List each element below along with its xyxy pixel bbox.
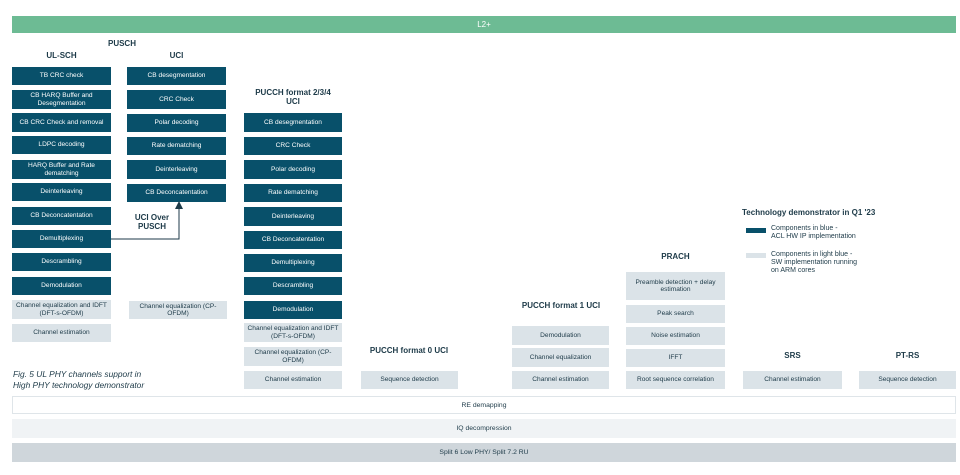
figure-caption: Fig. 5 UL PHY channels support in High P… <box>13 369 243 390</box>
uci-over-pusch-label: UCI Over PUSCH <box>134 213 170 232</box>
prach-sw-block: IFFT <box>626 349 725 367</box>
split-ru-bar: Split 6 Low PHY/ Split 7.2 RU <box>12 443 956 462</box>
ul-sch-block: CB CRC Check and removal <box>12 113 111 132</box>
prach-sw-block: Root sequence correlation <box>626 371 725 389</box>
uci-sw-block: Channel equalization (CP-OFDM) <box>129 301 227 319</box>
ul-sch-block: TB CRC check <box>12 67 111 85</box>
ul-sch-block: Demodulation <box>12 277 111 295</box>
legend-light-text: Components in light blue - SW implementa… <box>771 251 951 275</box>
pucch234-block: Polar decoding <box>244 160 342 179</box>
pucch234-sw-block: Channel estimation <box>244 371 342 389</box>
srs-sw-block: Channel estimation <box>743 371 842 389</box>
pucch234-block: CRC Check <box>244 137 342 155</box>
pucch234-block: Demultiplexing <box>244 254 342 272</box>
pucch234-sw-block: Channel equalization (CP-OFDM) <box>244 347 342 366</box>
ul-sch-block: Descrambling <box>12 253 111 271</box>
uci-block: CB desegmentation <box>127 67 226 85</box>
uci-block: Rate dematching <box>127 137 226 155</box>
ul-sch-block: LDPC decoding <box>12 136 111 154</box>
legend-light-line: Components in light blue - <box>771 251 853 258</box>
prach-sw-block: Peak search <box>626 305 725 323</box>
caption-line: Fig. 5 UL PHY channels support in <box>13 369 142 379</box>
ul-sch-demultiplexing-block: Demultiplexing <box>12 230 111 248</box>
pucch234-block: Descrambling <box>244 277 342 295</box>
ul-sch-block: CB HARQ Buffer and Desegmentation <box>12 90 111 109</box>
pucch-format-234-header: PUCCH format 2/3/4 UCI <box>255 88 331 107</box>
uci-block: Polar decoding <box>127 114 226 132</box>
ul-sch-block: CB Deconcatentation <box>12 207 111 225</box>
legend-blue-line: Components in blue - <box>771 225 838 232</box>
ul-sch-sw-block: Channel equalization and IDFT (DFT-s-OFD… <box>12 300 111 319</box>
l2-plus-bar: L2+ <box>12 16 956 33</box>
pucch234-sw-block: Channel equalization and IDFT (DFT-s-OFD… <box>244 323 342 342</box>
legend-blue-text: Components in blue - ACL HW IP implement… <box>771 225 951 241</box>
legend-light-swatch <box>746 253 766 258</box>
prach-sw-block: Preamble detection + delay estimation <box>626 272 725 300</box>
pusch-header: PUSCH <box>107 39 136 48</box>
pucch234-block: Rate dematching <box>244 184 342 202</box>
ul-sch-block: Deinterleaving <box>12 183 111 201</box>
pucch234-block: CB desegmentation <box>244 113 342 132</box>
legend-blue-swatch <box>746 228 766 233</box>
iq-decompression-bar: IQ decompression <box>12 419 956 438</box>
pucch1-sw-block: Channel estimation <box>512 371 609 389</box>
pt-rs-header: PT-RS <box>895 351 920 360</box>
pucch0-sw-block: Sequence detection <box>361 371 458 389</box>
srs-header: SRS <box>784 351 801 360</box>
ul-sch-block: HARQ Buffer and Rate dematching <box>12 160 111 179</box>
uci-over-pusch-arrow <box>111 201 183 240</box>
uci-block: Deinterleaving <box>127 160 226 179</box>
pucch234-block: CB Deconcatentation <box>244 231 342 249</box>
legend-title: Technology demonstrator in Q1 '23 <box>742 208 876 217</box>
pucch234-block: Deinterleaving <box>244 207 342 226</box>
re-demapping-bar: RE demapping <box>12 396 956 414</box>
caption-line: High PHY technology demonstrator <box>13 379 145 390</box>
pt-rs-sw-block: Sequence detection <box>859 371 956 389</box>
uci-header: UCI <box>169 51 184 60</box>
ul-sch-sw-block: Channel estimation <box>12 324 111 342</box>
prach-sw-block: Noise estimation <box>626 327 725 345</box>
uci-block: CRC Check <box>127 90 226 109</box>
ul-sch-header: UL-SCH <box>46 51 77 60</box>
uci-block: CB Deconcatentation <box>127 184 226 202</box>
pucch1-sw-block: Channel equalization <box>512 348 609 367</box>
pucch1-sw-block: Demodulation <box>512 326 609 345</box>
pucch-format-0-header: PUCCH format 0 UCI <box>369 346 449 355</box>
pucch234-block: Demodulation <box>244 301 342 319</box>
legend-blue-line: ACL HW IP implementation <box>771 233 856 241</box>
legend-light-line: on ARM cores <box>771 267 815 275</box>
legend-light-line: SW implementation running <box>771 259 857 267</box>
pucch-format-1-header: PUCCH format 1 UCI <box>521 301 601 310</box>
prach-header: PRACH <box>661 252 690 261</box>
